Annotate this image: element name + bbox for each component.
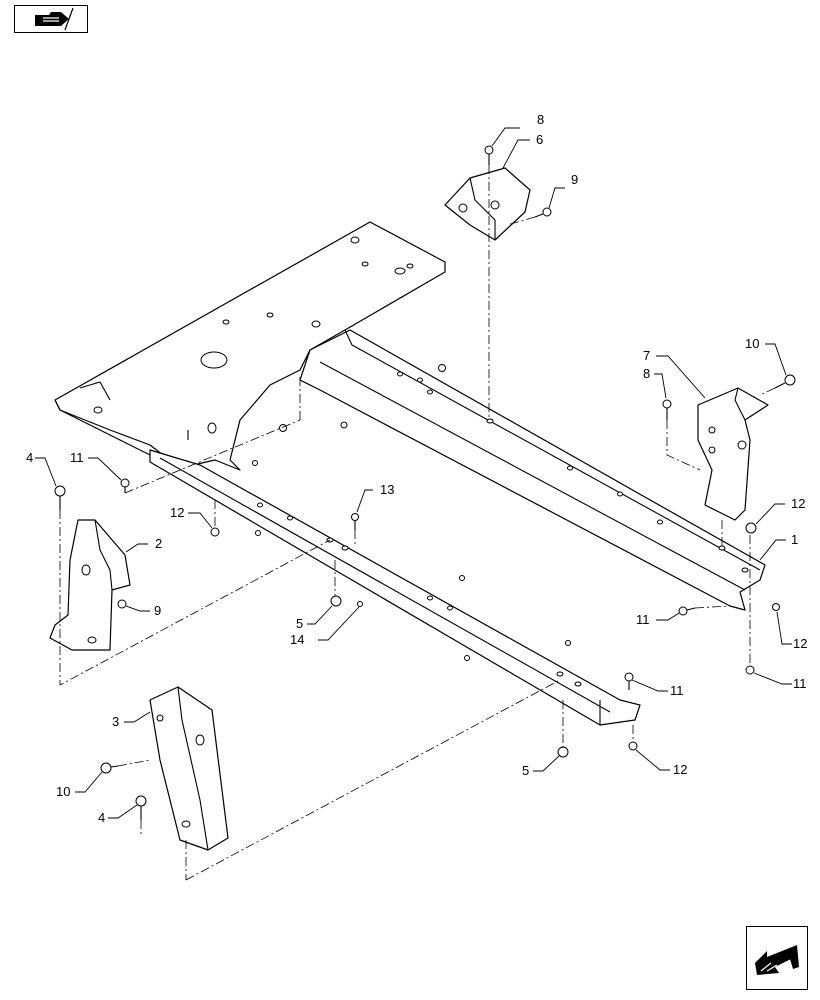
lower-rail (149, 449, 641, 726)
callout-11-bottom-right: 11 (793, 676, 807, 691)
callout-5-mid: 5 (296, 616, 303, 631)
bolt-5-mid (330, 595, 342, 607)
bracket-2 (49, 519, 131, 651)
bolt-9-left (117, 599, 127, 609)
bolt-4-left (54, 485, 66, 510)
bracket-7 (697, 387, 769, 521)
bolt-11-rail (624, 672, 634, 690)
bolt-5-bottom (557, 746, 569, 758)
callout-12-right: 12 (791, 496, 805, 511)
callout-12-mid: 12 (793, 636, 807, 651)
callout-8-top: 8 (537, 112, 544, 127)
bolt-10-right (774, 374, 796, 389)
callout-2: 2 (155, 536, 162, 551)
frame-plate (54, 221, 446, 471)
callout-labels: 8 6 9 10 7 8 4 11 13 12 2 12 1 9 5 11 12… (26, 112, 807, 825)
bolt-8-right (662, 399, 672, 420)
previous-page-button[interactable] (14, 5, 88, 33)
hand-pointing-right-icon (35, 7, 74, 31)
callout-11-rail: 11 (670, 683, 684, 698)
callout-12-left: 12 (170, 505, 184, 520)
bolt-4-bottom (135, 795, 147, 820)
callout-11-mid: 11 (636, 612, 650, 627)
bolt-8-top (484, 145, 494, 165)
bolt-12-left (210, 527, 220, 537)
bracket-6 (444, 167, 531, 241)
fasteners (54, 145, 796, 820)
bracket-3 (149, 686, 229, 851)
callout-3: 3 (112, 714, 119, 729)
callout-1: 1 (791, 532, 798, 547)
callout-11-left: 11 (70, 450, 84, 465)
callout-14: 14 (290, 632, 304, 647)
bolt-12-mid (772, 603, 780, 611)
callout-6: 6 (536, 132, 543, 147)
bolt-9-top (534, 207, 552, 218)
bolt-11-bottom-right (745, 665, 755, 675)
callout-9-left: 9 (154, 603, 161, 618)
callout-9-top: 9 (571, 172, 578, 187)
bolt-11-left (120, 478, 130, 493)
bolt-14 (357, 601, 363, 607)
callout-12-bottom: 12 (673, 762, 687, 777)
bolt-10-left (100, 762, 119, 774)
main-beam (299, 329, 766, 611)
bolt-13 (351, 513, 359, 530)
arrow-pointing-down-left-icon (755, 945, 799, 975)
bolt-12-right (745, 522, 757, 534)
callout-10-right: 10 (745, 336, 759, 351)
leader-lines (35, 127, 792, 819)
callout-7: 7 (643, 348, 650, 363)
bolt-11-mid (678, 606, 696, 616)
callout-4-bottom: 4 (98, 810, 105, 825)
bolt-12-bottom (628, 741, 638, 751)
alignment-lines (59, 165, 776, 881)
callout-8-right: 8 (643, 366, 650, 381)
callout-13: 13 (380, 482, 394, 497)
callout-5-bottom: 5 (522, 763, 529, 778)
callout-10-left: 10 (56, 784, 70, 799)
callout-4-left: 4 (26, 450, 33, 465)
next-page-button[interactable] (746, 926, 808, 990)
